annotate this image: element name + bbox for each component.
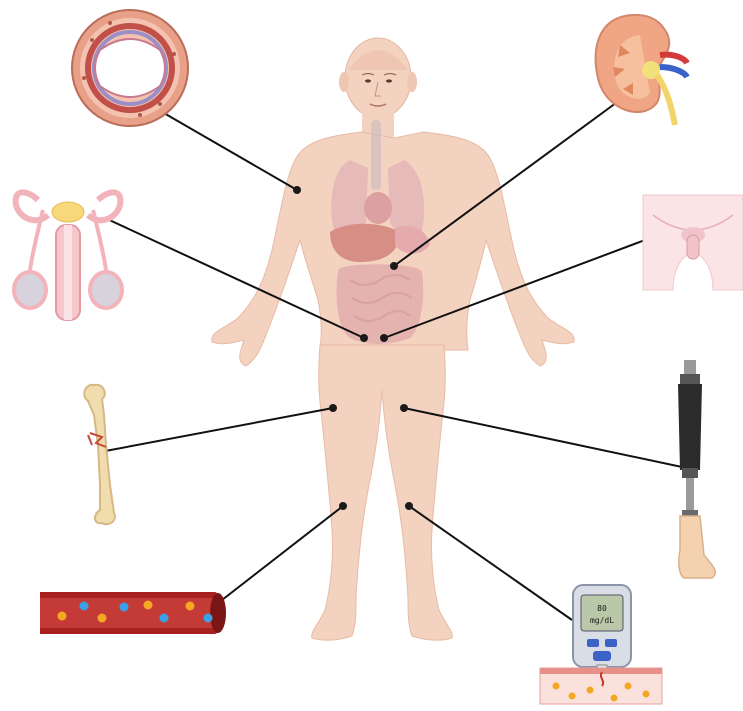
fractured-bone-icon [84, 385, 115, 524]
dot-shin-right [405, 502, 413, 510]
dot-thigh-right [400, 404, 408, 412]
dot-thigh-left [329, 404, 337, 412]
prosthetic-leg-icon [678, 360, 715, 578]
dot-pelvis-right [380, 334, 388, 342]
pelvic-region-icon [643, 195, 743, 290]
artery-cross-section [72, 10, 188, 126]
line-prosthetic [404, 408, 682, 467]
human-body [212, 38, 574, 640]
line-blood-vessel [222, 506, 343, 600]
blood-vessel-icon [40, 592, 226, 634]
glucometer-screen [581, 595, 623, 631]
skin-layer-icon [540, 668, 662, 704]
line-bone [100, 408, 333, 452]
glucometer-unit: mg/dL [590, 616, 614, 625]
male-reproductive-icon [14, 192, 122, 320]
dot-shin-left [339, 502, 347, 510]
line-artery [150, 105, 297, 190]
dot-arm [293, 186, 301, 194]
dot-pelvis-left [360, 334, 368, 342]
dot-kidney-region [390, 262, 398, 270]
glucometer-reading: 80 [597, 604, 607, 613]
